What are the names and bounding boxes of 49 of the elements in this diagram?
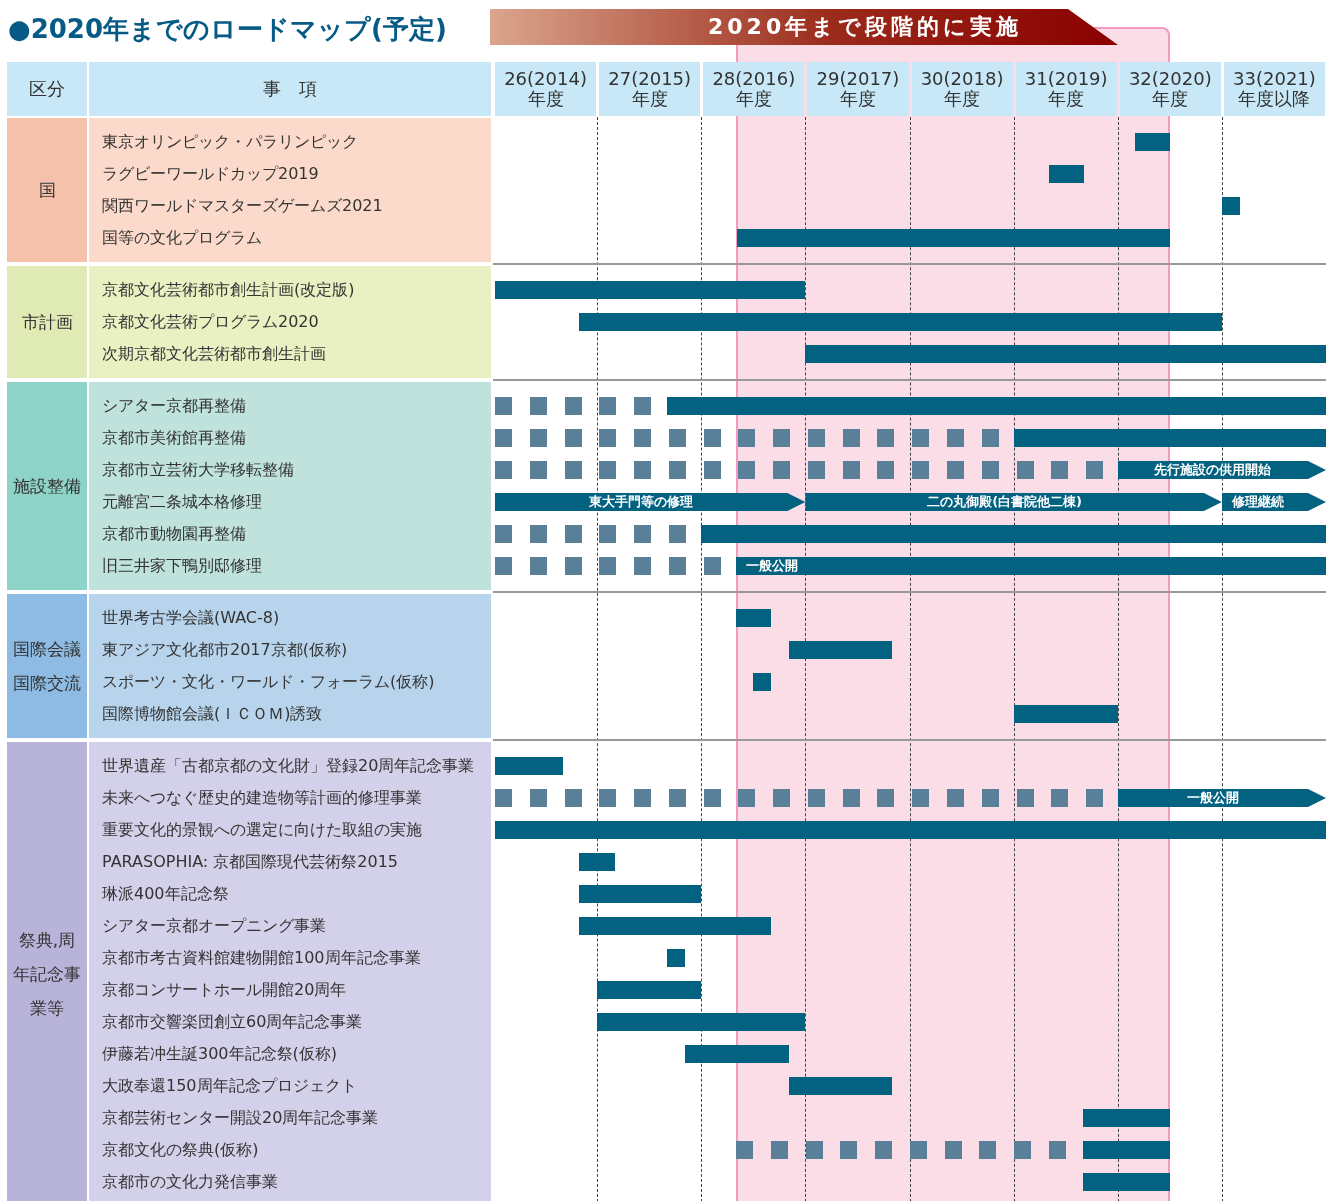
item-text: 国等の文化プログラム: [102, 227, 262, 249]
item-text: シアター京都再整備: [102, 395, 246, 417]
item-text: PARASOPHIA: 京都国際現代芸術祭2015: [102, 851, 398, 873]
page-title: ●2020年までのロードマップ(予定): [8, 13, 447, 46]
banner-ribbon: 2020年まで段階的に実施: [490, 9, 1118, 45]
item-text: 元離宮二条城本格修理: [102, 491, 262, 513]
item-text: 国際博物館会議(ＩＣＯＭ)誘致: [102, 703, 323, 725]
item-text: スポーツ・文化・ワールド・フォーラム(仮称): [102, 671, 435, 693]
header-cell: 32(2020) 年度: [1119, 62, 1221, 116]
item-text: 京都文化芸術都市創生計画(改定版): [102, 279, 355, 301]
item-text: シアター京都オープニング事業: [102, 915, 326, 937]
header-cell: 30(2018) 年度: [911, 62, 1013, 116]
item-text: 関西ワールドマスターズゲームズ2021: [102, 195, 383, 217]
category-text: 施設整備: [13, 475, 81, 498]
item-text: 世界遺産「古都京都の文化財」登録20周年記念事業: [102, 755, 475, 777]
item-text: 京都市の文化力発信事業: [102, 1171, 278, 1193]
item-text: 東アジア文化都市2017京都(仮称): [102, 639, 348, 661]
item-text: 東京オリンピック・パラリンピック: [102, 131, 358, 153]
header-cell: 区分: [7, 62, 87, 116]
item-text: ラグビーワールドカップ2019: [102, 163, 319, 185]
header-cell: 28(2016) 年度: [703, 62, 805, 116]
item-text: 重要文化的景観への選定に向けた取組の実施: [102, 819, 422, 841]
item-text: 京都文化芸術プログラム2020: [102, 311, 319, 333]
item-text: 京都市交響楽団創立60周年記念事業: [102, 1011, 363, 1033]
category-text: 市計画: [21, 311, 73, 334]
header-cell: 26(2014) 年度: [495, 62, 597, 116]
item-text: 京都コンサートホール開館20周年: [102, 979, 347, 1001]
item-text: 京都市立芸術大学移転整備: [102, 459, 294, 481]
item-text: 大政奉還150周年記念プロジェクト: [102, 1075, 357, 1097]
item-text: 京都芸術センター開設20周年記念事業: [102, 1107, 379, 1129]
item-text: 次期京都文化芸術都市創生計画: [102, 343, 326, 365]
item-text: 未来へつなぐ歴史的建造物等計画的修理事業: [102, 787, 422, 809]
header-cell: 33(2021) 年度以降: [1223, 62, 1325, 116]
category-text: 祭典,周年記念事業等: [12, 929, 82, 1020]
item-text: 伊藤若冲生誕300年記念祭(仮称): [102, 1043, 338, 1065]
header-cell: 27(2015) 年度: [599, 62, 701, 116]
item-text: 旧三井家下鴨別邸修理: [102, 555, 262, 577]
header-cell: 29(2017) 年度: [807, 62, 909, 116]
item-text: 琳派400年記念祭: [102, 883, 229, 905]
item-text: 京都市動物園再整備: [102, 523, 246, 545]
item-text: 世界考古学会議(WAC-8): [102, 607, 280, 629]
header-cell: 事 項: [89, 62, 491, 116]
header-cell: 31(2019) 年度: [1015, 62, 1117, 116]
category-text: 国際会議国際交流: [12, 638, 82, 695]
item-text: 京都文化の祭典(仮称): [102, 1139, 259, 1161]
item-text: 京都市考古資料館建物開館100周年記念事業: [102, 947, 421, 969]
timeline-bar: 一般公開: [735, 557, 1326, 575]
category-text: 国: [38, 179, 56, 202]
item-text: 京都市美術館再整備: [102, 427, 246, 449]
